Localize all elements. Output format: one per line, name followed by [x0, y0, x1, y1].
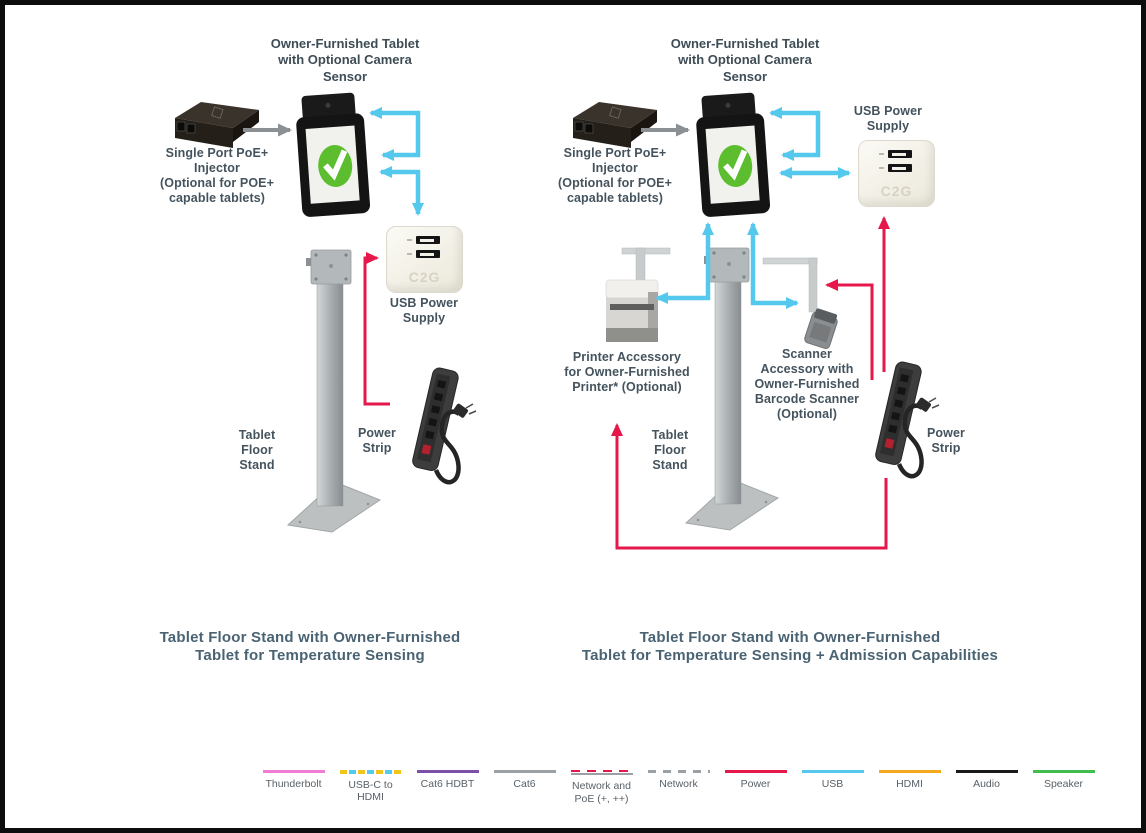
- legend-item: Audio: [948, 770, 1025, 805]
- legend-swatch: [724, 770, 787, 773]
- poe-injector-label-left: Single Port PoE+ Injector (Optional for …: [160, 146, 274, 205]
- stand-label-left: Tablet Floor Stand: [238, 428, 276, 472]
- legend-swatch: [955, 770, 1018, 773]
- legend-label: Audio: [973, 778, 1000, 790]
- legend-label: Network: [659, 778, 698, 790]
- legend-item: Power: [717, 770, 794, 805]
- legend-item: Cat6 HDBT: [409, 770, 486, 805]
- tablet-image-right: [696, 92, 771, 217]
- legend-swatch: [570, 770, 633, 775]
- legend-swatch: [1032, 770, 1095, 773]
- camera-sensor-icon: [325, 102, 331, 108]
- usb-brand-text: C2G: [880, 183, 913, 199]
- printer-accessory-label: Printer Accessory for Owner-Furnished Pr…: [564, 350, 690, 394]
- poe-injector-image-left: [175, 102, 259, 148]
- legend-item: Network and PoE (+, ++): [563, 770, 640, 805]
- usb-line-tablet-power-left: [379, 166, 424, 216]
- legend-label: Thunderbolt: [265, 778, 322, 790]
- usb-power-label-right: USB Power Supply: [853, 104, 923, 133]
- legend-swatch: [647, 770, 710, 773]
- usb-ports-icon: [407, 236, 440, 264]
- right-tablet-title: Owner-Furnished Tablet with Optional Cam…: [670, 36, 820, 84]
- legend-label: Network and PoE (+, ++): [572, 780, 631, 805]
- legend-item: USB-C to HDMI: [332, 770, 409, 805]
- legend-swatch: [801, 770, 864, 773]
- legend-label: USB-C to HDMI: [348, 778, 393, 804]
- legend-item: USB: [794, 770, 871, 805]
- legend-label: HDMI: [896, 778, 923, 790]
- power-strip-image-left: [412, 367, 477, 485]
- legend-item: HDMI: [871, 770, 948, 805]
- legend-label: Cat6 HDBT: [420, 778, 475, 790]
- legend-label: Speaker: [1043, 778, 1084, 790]
- camera-sensor-icon: [725, 102, 731, 108]
- right-caption: Tablet Floor Stand with Owner-Furnished …: [581, 629, 999, 664]
- tablet-image-left: [296, 92, 371, 217]
- usb-brand-text: C2G: [408, 269, 441, 285]
- legend-swatch: [339, 770, 402, 774]
- left-caption: Tablet Floor Stand with Owner-Furnished …: [159, 629, 461, 664]
- usb-power-supply-image-left: C2G: [386, 226, 463, 293]
- scanner-accessory-label: Scanner Accessory with Owner-Furnished B…: [754, 347, 860, 421]
- power-strip-label-right: Power Strip: [926, 426, 965, 455]
- floor-stand-image-left: [286, 249, 382, 533]
- legend-label: USB: [821, 778, 844, 790]
- legend-item: Cat6: [486, 770, 563, 805]
- legend-swatch: [262, 770, 325, 773]
- printer-accessory-image: [605, 247, 671, 342]
- poe-injector-image-right: [573, 102, 657, 148]
- legend-swatch: [493, 770, 556, 773]
- legend-label: Cat6: [513, 778, 536, 790]
- legend-item: Network: [640, 770, 717, 805]
- usb-power-label-left: USB Power Supply: [389, 296, 459, 325]
- usb-power-supply-image-right: C2G: [858, 140, 935, 207]
- left-tablet-title: Owner-Furnished Tablet with Optional Cam…: [270, 36, 420, 84]
- legend-label: Power: [740, 778, 771, 790]
- usb-ports-icon: [879, 150, 912, 178]
- legend-item: Thunderbolt: [255, 770, 332, 805]
- poe-injector-label-right: Single Port PoE+ Injector (Optional for …: [558, 146, 672, 205]
- stand-label-right: Tablet Floor Stand: [651, 428, 689, 472]
- legend-swatch: [878, 770, 941, 773]
- legend-swatch: [416, 770, 479, 773]
- power-strip-label-left: Power Strip: [357, 426, 396, 455]
- legend-item: Speaker: [1025, 770, 1102, 805]
- legend: Thunderbolt USB-C to HDMI Cat6 HDBT Cat6…: [255, 770, 1102, 805]
